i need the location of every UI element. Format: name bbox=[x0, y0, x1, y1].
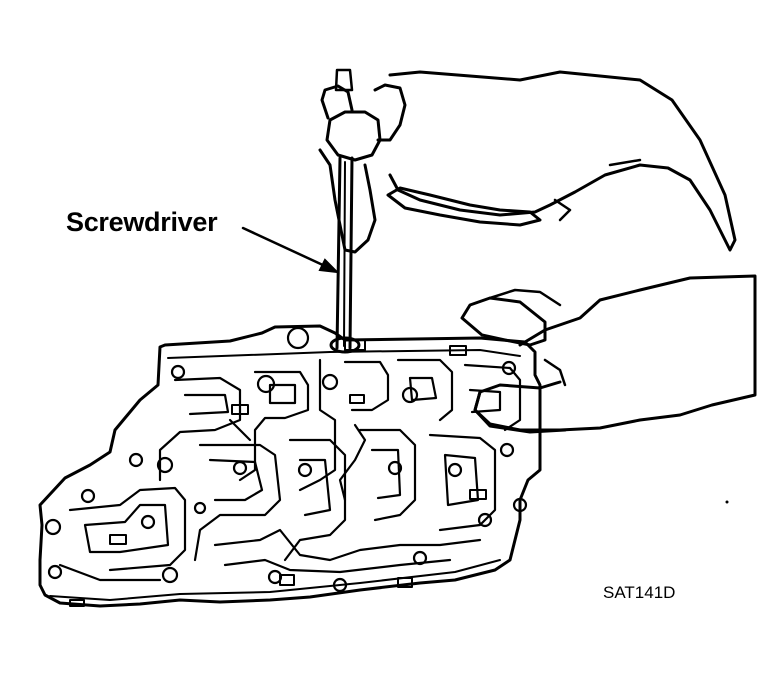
right-hand bbox=[460, 274, 757, 434]
callout-leader-arrow bbox=[241, 226, 340, 274]
screwdriver-label: Screwdriver bbox=[66, 207, 218, 237]
screwdriver bbox=[334, 68, 354, 350]
valve-body bbox=[38, 324, 542, 608]
figure-code: SAT141D bbox=[603, 583, 676, 602]
left-hand bbox=[318, 70, 737, 254]
